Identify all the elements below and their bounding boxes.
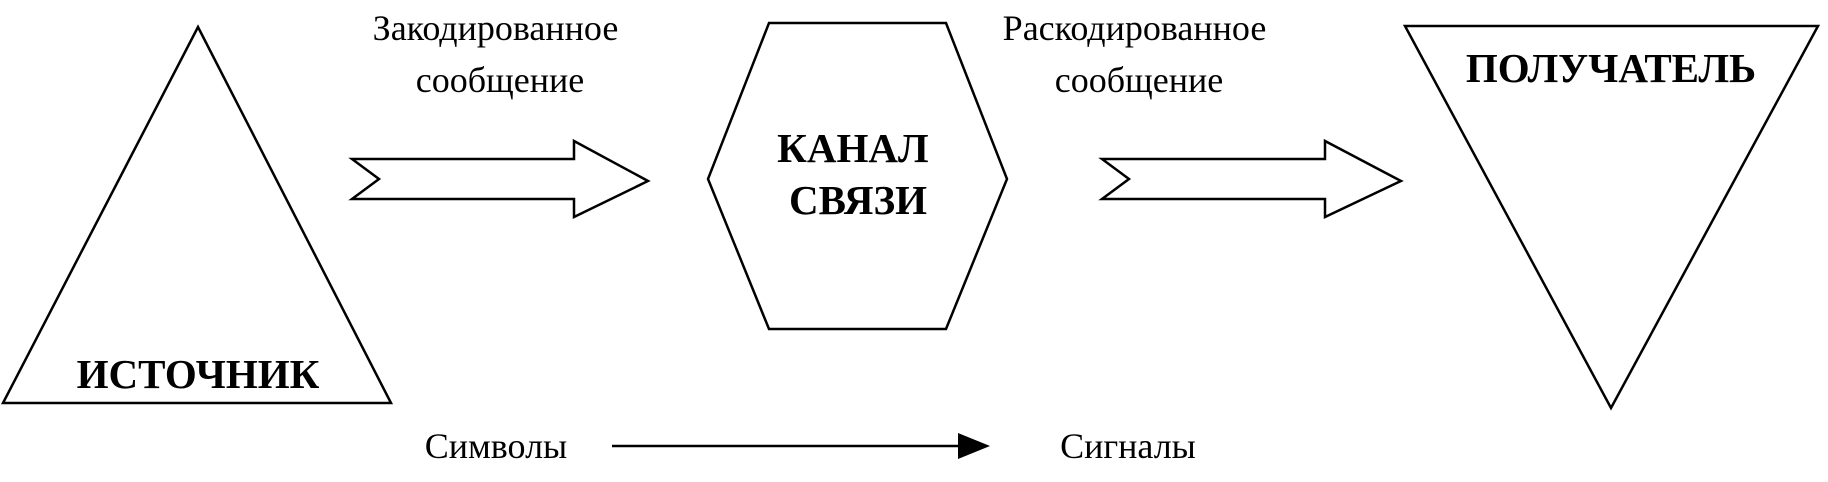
symbols-to-signals-arrowhead	[958, 433, 990, 459]
decoded-message-line-2: сообщение	[1055, 60, 1224, 100]
channel-label: КАНАЛ СВЯЗИ	[777, 125, 939, 223]
receiver-label: ПОЛУЧАТЕЛЬ	[1466, 45, 1756, 91]
encoded-message-arrow	[348, 138, 651, 219]
encoded-message-label: Закодированное сообщение	[373, 8, 628, 100]
channel-label-line-2: СВЯЗИ	[789, 177, 927, 223]
channel-hexagon	[706, 21, 1009, 331]
channel-label-line-1: КАНАЛ	[777, 125, 928, 171]
source-triangle	[0, 24, 394, 405]
decoded-message-arrow	[1098, 138, 1404, 219]
encoded-message-line-1: Закодированное	[373, 8, 619, 48]
signals-label: Сигналы	[1060, 426, 1196, 466]
receiver-triangle	[1402, 24, 1821, 411]
source-label: ИСТОЧНИК	[77, 351, 320, 397]
symbols-label: Символы	[425, 426, 568, 466]
encoded-message-line-2: сообщение	[416, 60, 585, 100]
decoded-message-line-1: Раскодированное	[1003, 8, 1267, 48]
decoded-message-label: Раскодированное сообщение	[1003, 8, 1276, 100]
